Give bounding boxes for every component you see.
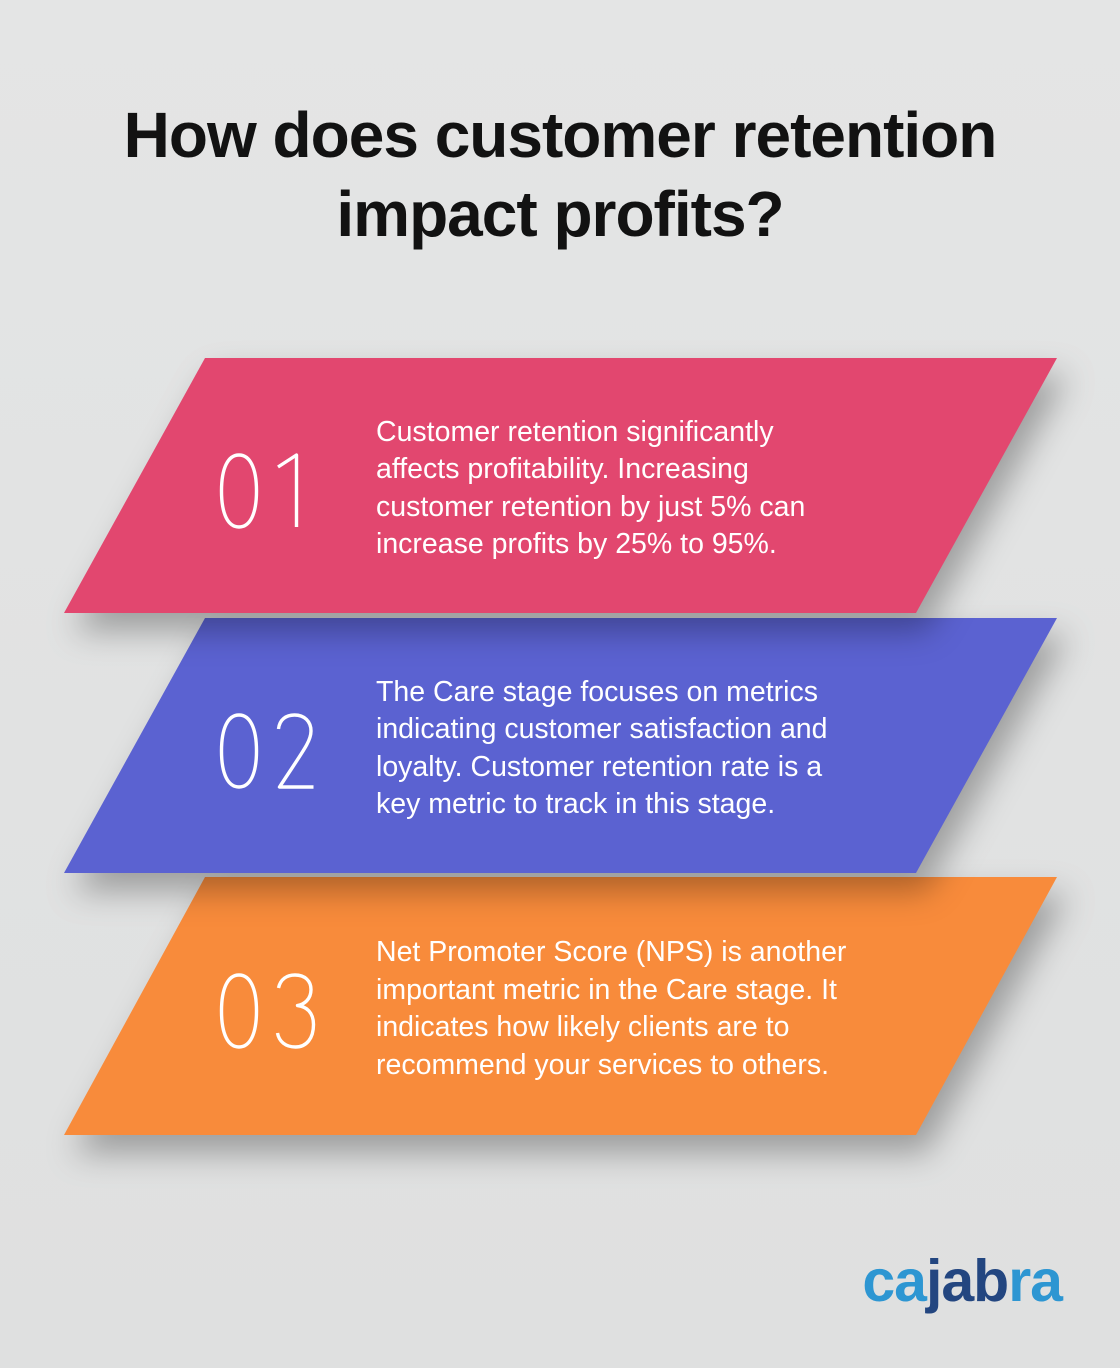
step-text-line: increase profits by 25% to 95%. [376,528,777,560]
logo-segment-ca: ca [862,1248,927,1314]
step-text-03: Net Promoter Score (NPS) is another impor… [376,928,916,1084]
step-banner-01-shape: Customer retention significantly affects … [64,358,1057,613]
step-text-line: indicating customer satisfaction and [376,713,828,745]
step-text-line: Customer retention significantly [376,415,774,448]
step-text-line: The Care stage focuses on metrics [376,675,818,708]
page-title: How does customer retention impact profi… [0,96,1120,254]
step-banner-02: The Care stage focuses on metrics indicat… [64,618,1057,873]
page-title-line-2: impact profits? [336,178,784,250]
step-banner-01: Customer retention significantly affects … [64,358,1057,613]
page-title-line-1: How does customer retention [123,99,998,171]
step-text-02: The Care stage focuses on metrics indicat… [376,668,916,824]
step-text-line: affects profitability. Increasing [376,453,749,485]
step-banner-03: Net Promoter Score (NPS) is another impor… [64,877,1057,1135]
cajabra-logo: cajabra [862,1246,1063,1316]
logo-segment-jab: jab [925,1248,1009,1314]
step-text-line: important metric in the Care stage. It [376,973,837,1006]
step-text-line: key metric to track in this stage. [376,788,776,820]
step-text-01: Customer retention significantly affects … [376,408,916,564]
step-number-03 [214,973,318,1049]
step-text-line: recommend your services to others. [376,1048,830,1081]
step-banner-03-shape: Net Promoter Score (NPS) is another impor… [64,877,1057,1135]
step-text-line: loyalty. Customer retention rate is a [376,750,823,783]
step-text-line: customer retention by just 5% can [376,490,806,523]
step-banner-02-shape: The Care stage focuses on metrics indicat… [64,618,1057,873]
step-number-01 [214,452,318,529]
step-text-line: indicates how likely clients are to [376,1011,790,1043]
step-number-02 [214,712,318,789]
step-text-line: Net Promoter Score (NPS) is another [376,936,847,968]
logo-segment-ra: ra [1008,1248,1063,1314]
